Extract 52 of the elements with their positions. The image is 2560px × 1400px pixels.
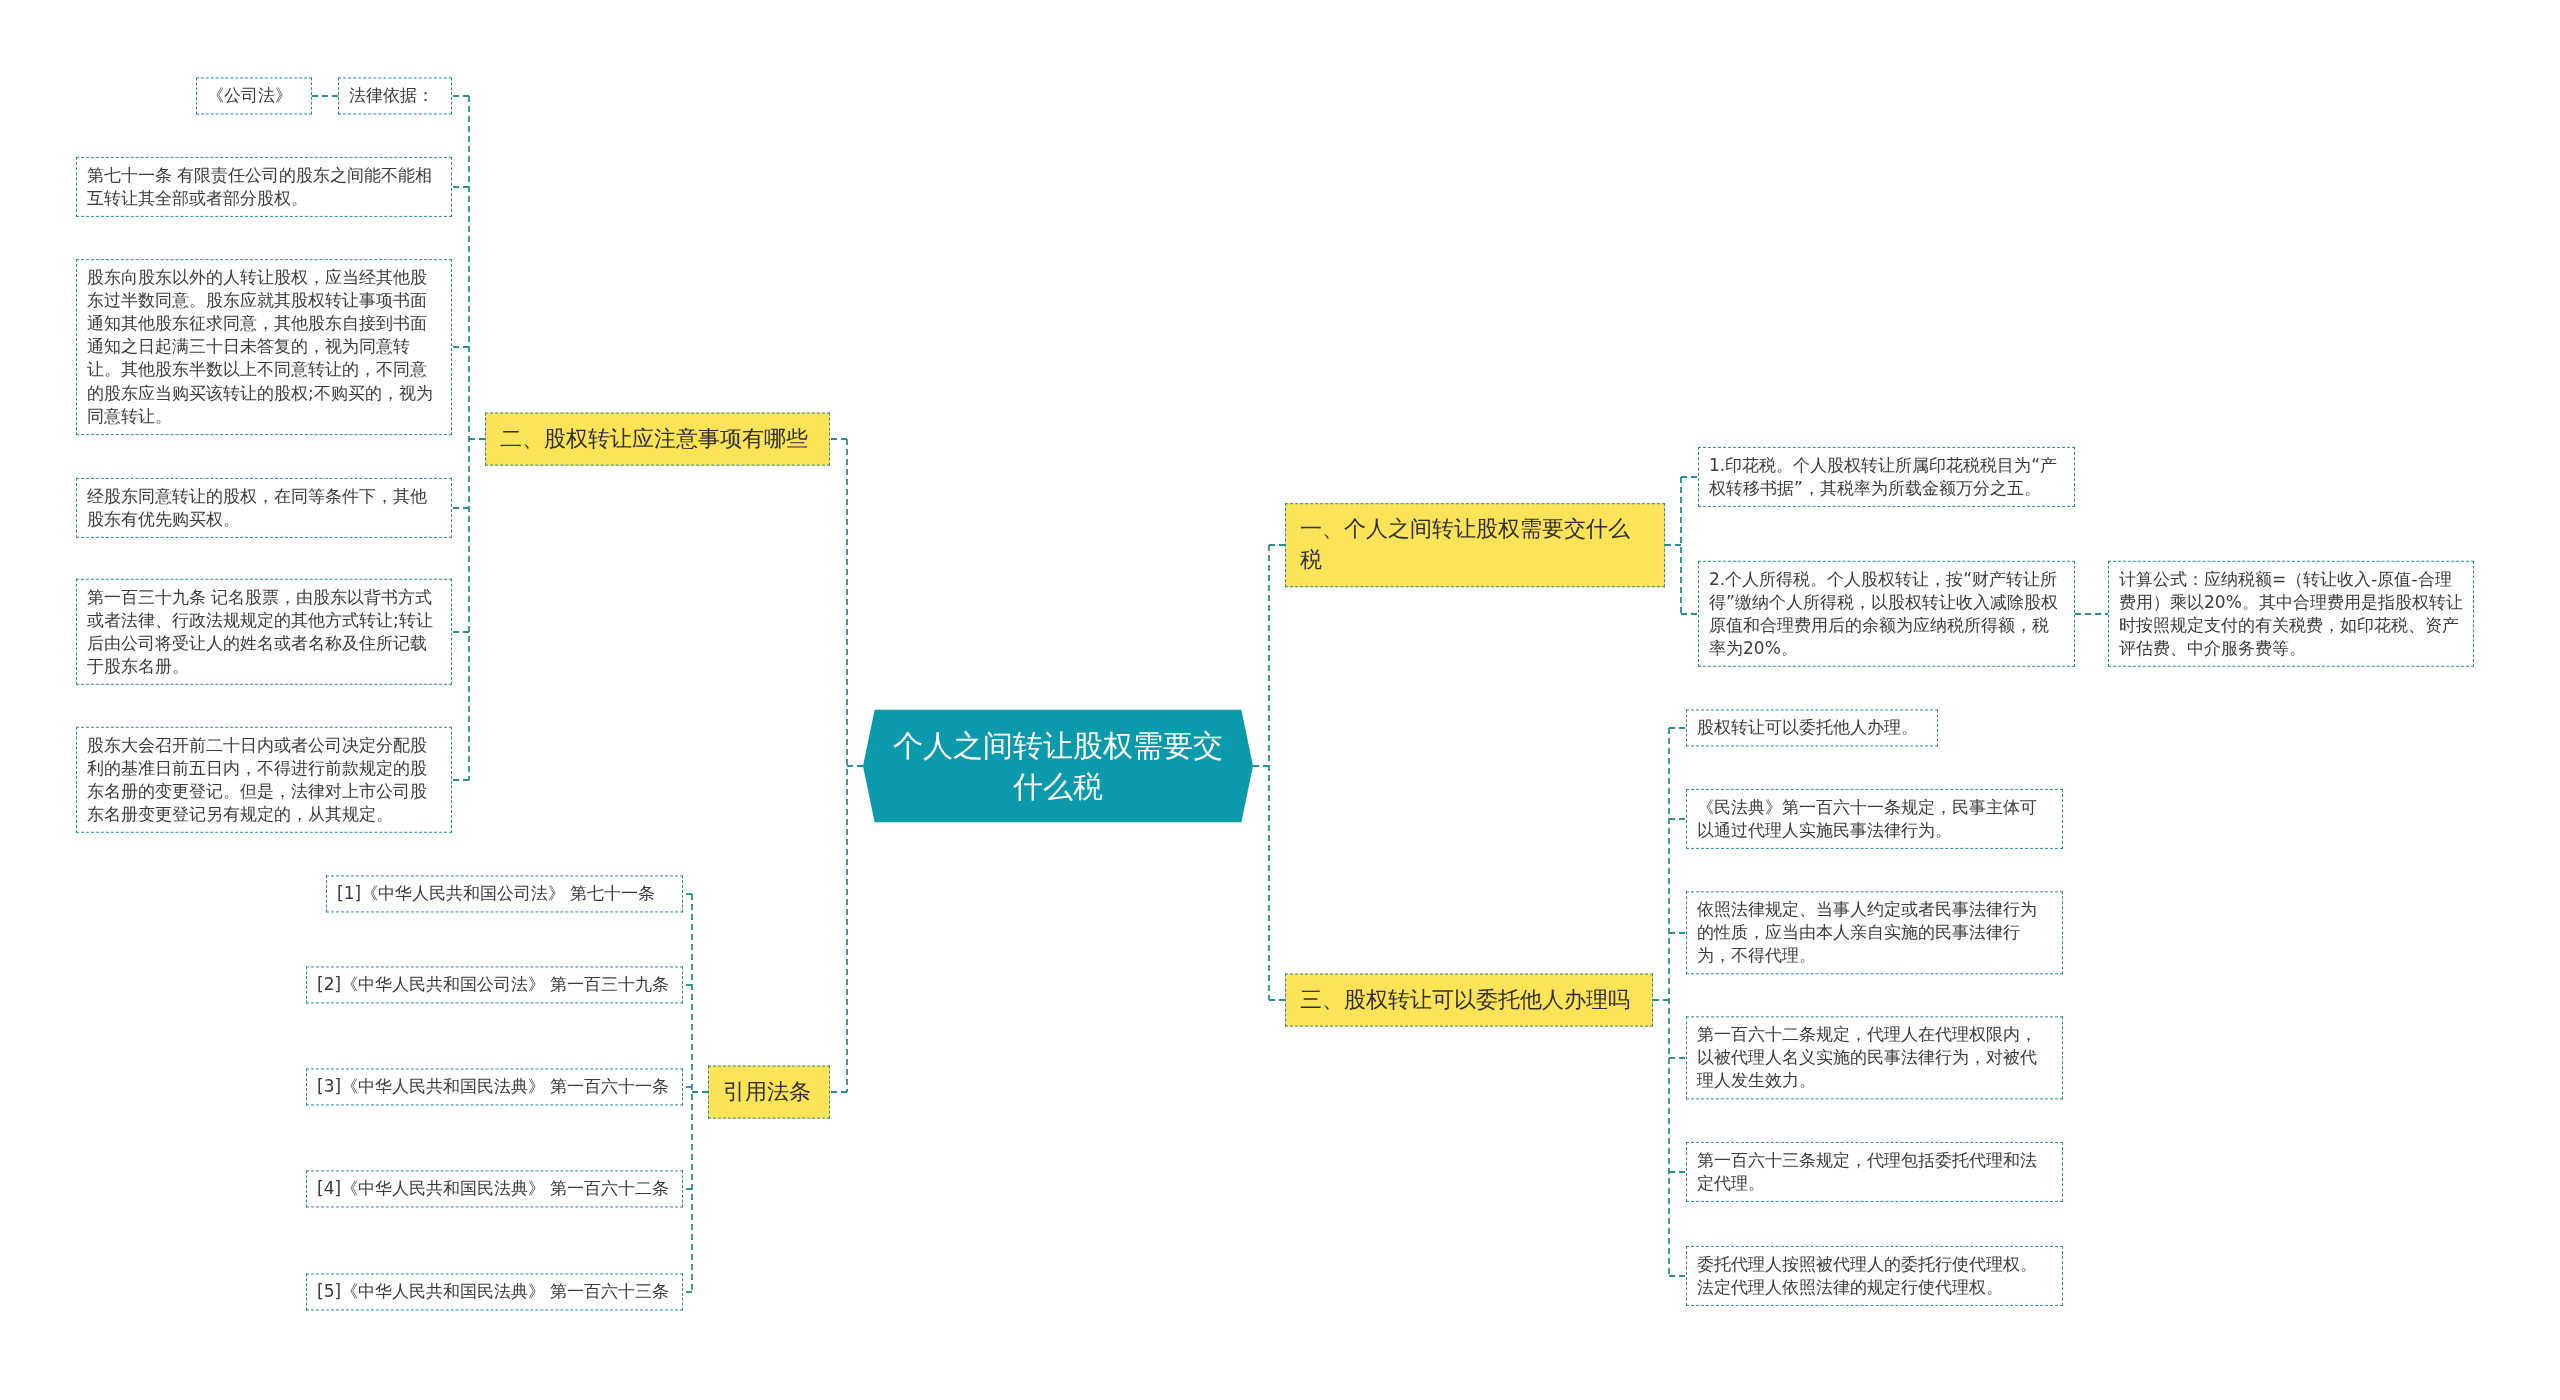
note-box: 股东向股东以外的人转让股权，应当经其他股东过半数同意。股东应就其股权转让事项书面通知其他股东征求同意，其他股东自接到书面通知之日起满三十日未答复的，视为同意转让。其他股东半数以上不同意转让的，不同意的股东应当购买该转让的股权;不购买的，视为同意转让。 bbox=[76, 259, 452, 435]
connector-line bbox=[1668, 932, 1687, 934]
note-box: 第一百三十九条 记名股票，由股东以背书方式或者法律、行政法规规定的其他方式转让;转让后由公司将受让人的姓名或者名称及住所记载于股东名册。 bbox=[76, 578, 452, 686]
connector-line bbox=[1668, 727, 1687, 729]
connector-line bbox=[451, 186, 470, 188]
connector-line bbox=[451, 779, 470, 781]
connector-line bbox=[1668, 818, 1687, 820]
note-box: [1]《中华人民共和国公司法》 第七十一条 bbox=[326, 875, 683, 913]
branch-topic: 一、个人之间转让股权需要交什么税 bbox=[1285, 503, 1665, 587]
note-box: [2]《中华人民共和国公司法》 第一百三十九条 bbox=[306, 966, 683, 1004]
note-box: 经股东同意转让的股权，在同等条件下，其他股东有优先购买权。 bbox=[76, 477, 452, 539]
note-box: 委托代理人按照被代理人的委托行使代理权。法定代理人依照法律的规定行使代理权。 bbox=[1686, 1245, 2063, 1307]
note-box: [5]《中华人民共和国民法典》 第一百六十三条 bbox=[306, 1273, 683, 1311]
connector-line bbox=[1668, 1171, 1687, 1173]
connector-line bbox=[829, 1091, 848, 1093]
connector-line bbox=[1268, 544, 1286, 546]
connector-line bbox=[311, 95, 339, 97]
connector-line bbox=[1652, 727, 1670, 1277]
note-box: 计算公式：应纳税额=（转让收入-原值-合理费用）乘以20%。其中合理费用是指股权转让时按照规定支付的有关税费，如印花税、资产评估费、中介服务费等。 bbox=[2108, 560, 2474, 668]
central-topic: 个人之间转让股权需要交什么税 bbox=[863, 709, 1253, 823]
connector-line bbox=[451, 346, 470, 348]
note-box: 《公司法》 bbox=[196, 77, 312, 115]
note-box: 1.印花税。个人股权转让所属印花税税目为“产权转移书据”，其税率为所载金额万分之五。 bbox=[1698, 446, 2075, 508]
note-box: 2.个人所得税。个人股权转让，按“财产转让所得”缴纳个人所得税，以股权转让收入减除股权原值和合理费用后的余额为应纳税所得额，税率为20%。 bbox=[1698, 560, 2075, 668]
note-box: 第七十一条 有限责任公司的股东之间能不能相互转让其全部或者部分股权。 bbox=[76, 156, 452, 218]
connector-line bbox=[1268, 999, 1286, 1001]
connector-line bbox=[1252, 544, 1270, 1001]
note-box: 第一百六十三条规定，代理包括委托代理和法定代理。 bbox=[1686, 1141, 2063, 1203]
connector-line bbox=[451, 631, 470, 633]
connector-line bbox=[1680, 613, 1699, 615]
connector-line bbox=[468, 95, 486, 781]
note-box: [4]《中华人民共和国民法典》 第一百六十二条 bbox=[306, 1170, 683, 1208]
branch-topic: 二、股权转让应注意事项有哪些 bbox=[485, 412, 830, 466]
note-box: 股权转让可以委托他人办理。 bbox=[1686, 709, 1938, 747]
note-box: 股东大会召开前二十日内或者公司决定分配股利的基准日前五日内，不得进行前款规定的股东名册的变更登记。但是，法律对上市公司股东名册变更登记另有规定的，从其规定。 bbox=[76, 726, 452, 834]
branch-topic: 三、股权转让可以委托他人办理吗 bbox=[1285, 973, 1653, 1027]
note-box: 法律依据： bbox=[338, 77, 452, 115]
note-box: 第一百六十二条规定，代理人在代理权限内，以被代理人名义实施的民事法律行为，对被代理人发生效力。 bbox=[1686, 1016, 2063, 1100]
note-box: 依照法律规定、当事人约定或者民事法律行为的性质，应当由本人亲自实施的民事法律行为，不得代理。 bbox=[1686, 891, 2063, 975]
note-box: [3]《中华人民共和国民法典》 第一百六十一条 bbox=[306, 1068, 683, 1106]
connector-line bbox=[2074, 613, 2109, 615]
connector-line bbox=[1668, 1275, 1687, 1277]
connector-line bbox=[451, 507, 470, 509]
connector-line bbox=[691, 893, 709, 1293]
connector-line bbox=[451, 95, 470, 97]
branch-topic: 引用法条 bbox=[708, 1065, 830, 1119]
connector-line bbox=[829, 438, 848, 440]
connector-line bbox=[1668, 1057, 1687, 1059]
note-box: 《民法典》第一百六十一条规定，民事主体可以通过代理人实施民事法律行为。 bbox=[1686, 788, 2063, 850]
connector-line bbox=[1664, 476, 1682, 615]
connector-line bbox=[1680, 476, 1699, 478]
connector-line bbox=[846, 438, 864, 1093]
